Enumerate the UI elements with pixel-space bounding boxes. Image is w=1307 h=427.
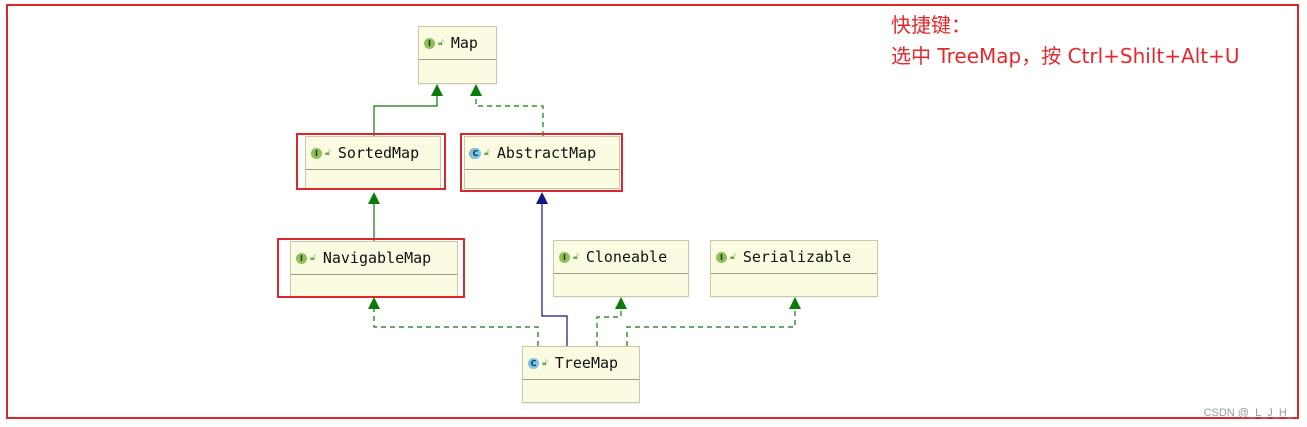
node-cloneable-header: I 🔓︎ Cloneable	[554, 241, 688, 274]
shortcut-note-title: 快捷键：	[891, 13, 971, 37]
highlight-sortedmap	[296, 133, 446, 190]
node-treemap-label: TreeMap	[554, 354, 619, 372]
interface-icon: I	[559, 251, 570, 263]
node-cloneable[interactable]: I 🔓︎ Cloneable	[553, 240, 689, 297]
watermark: CSDN @_L_J_H_	[1203, 407, 1293, 419]
node-treemap[interactable]: C 🔓︎ TreeMap	[522, 346, 640, 403]
node-navigablemap[interactable]: I 🔓︎ NavigableMap	[290, 241, 458, 297]
interface-icon: I	[716, 251, 727, 263]
diagram-frame	[6, 4, 1299, 419]
edge-sortedmap-extends-map	[373, 84, 443, 136]
node-serializable[interactable]: I 🔓︎ Serializable	[710, 240, 878, 297]
abstract-class-icon: C	[470, 147, 481, 159]
public-lock-icon: 🔓︎	[573, 252, 579, 262]
node-navigablemap-header: I 🔓︎ NavigableMap	[291, 242, 457, 275]
interface-icon: I	[311, 147, 322, 159]
class-icon: C	[528, 357, 539, 369]
public-lock-icon: 🔓︎	[325, 148, 331, 158]
node-treemap-header: C 🔓︎ TreeMap	[523, 347, 639, 380]
public-lock-icon: 🔓︎	[484, 148, 490, 158]
public-lock-icon: 🔓︎	[438, 38, 444, 48]
node-sortedmap-header: I 🔓︎ SortedMap	[306, 137, 440, 170]
interface-icon: I	[424, 37, 435, 49]
highlight-navigablemap	[277, 238, 465, 298]
public-lock-icon: 🔓︎	[310, 253, 316, 263]
node-abstractmap-header: C 🔓︎ AbstractMap	[465, 137, 619, 170]
public-lock-icon: 🔓︎	[730, 252, 736, 262]
edge-navigablemap-extends-sortedmap	[368, 192, 380, 241]
node-cloneable-label: Cloneable	[585, 248, 668, 266]
node-map-header: I 🔓︎ Map	[419, 27, 496, 60]
edge-abstractmap-implements-map	[470, 84, 544, 136]
node-abstractmap[interactable]: C 🔓︎ AbstractMap	[464, 136, 620, 189]
edge-treemap-implements-navigablemap	[368, 297, 539, 346]
shortcut-note-instruction: 选中 TreeMap，按 Ctrl+Shilt+Alt+U	[891, 44, 1240, 68]
highlight-abstractmap	[460, 133, 623, 192]
edge-treemap-extends-abstractmap	[536, 192, 568, 346]
interface-icon: I	[296, 252, 307, 264]
edge-treemap-implements-cloneable	[596, 297, 627, 346]
node-serializable-label: Serializable	[742, 248, 852, 266]
edge-treemap-implements-serializable	[626, 297, 801, 346]
node-map[interactable]: I 🔓︎ Map	[418, 26, 497, 84]
node-sortedmap-label: SortedMap	[337, 144, 420, 162]
public-lock-icon: 🔓︎	[542, 358, 548, 368]
shortcut-note: 快捷键： 选中 TreeMap，按 Ctrl+Shilt+Alt+U	[891, 10, 1240, 72]
node-abstractmap-label: AbstractMap	[496, 144, 597, 162]
node-map-label: Map	[450, 34, 478, 52]
node-navigablemap-label: NavigableMap	[322, 249, 432, 267]
node-serializable-header: I 🔓︎ Serializable	[711, 241, 877, 274]
